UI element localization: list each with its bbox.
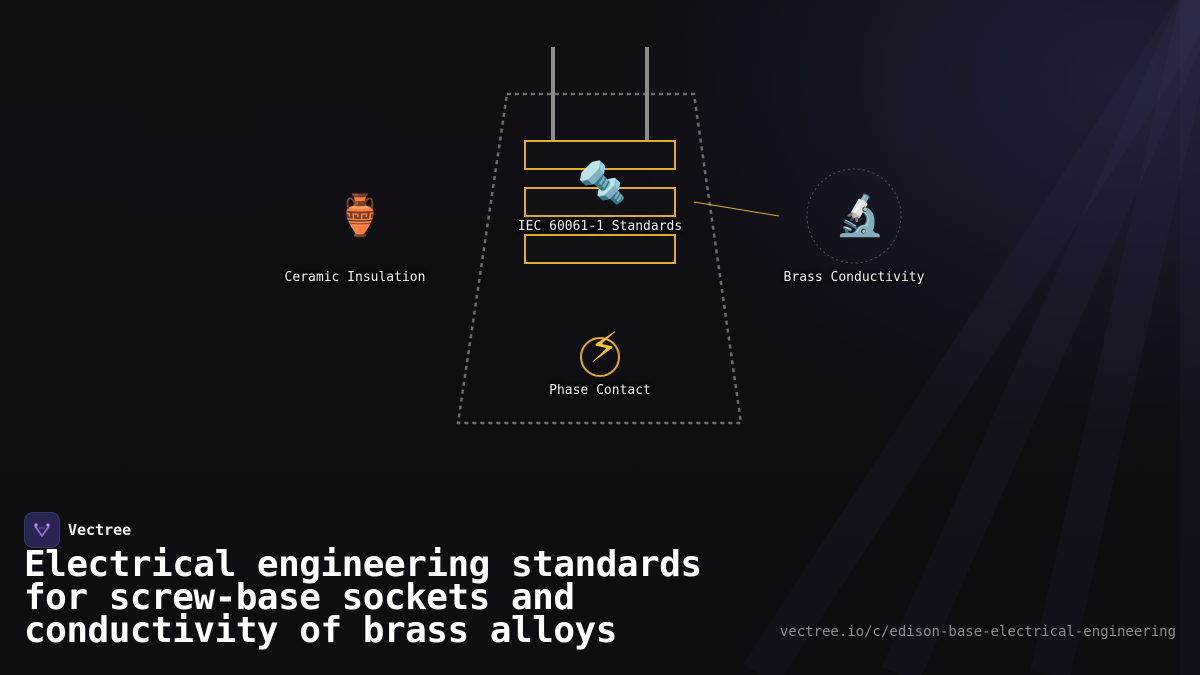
brass-node-ring — [806, 168, 902, 264]
thread-ring-3 — [524, 234, 676, 264]
nut-and-bolt-icon: 🔩 — [577, 160, 627, 206]
connector-line — [693, 201, 780, 217]
amphora-icon: 🏺 — [335, 193, 385, 239]
thread-ring-1 — [524, 140, 676, 170]
brand-name: Vectree — [68, 521, 132, 539]
phase-contact-label: Phase Contact — [549, 383, 651, 398]
page-url[interactable]: vectree.io/c/edison-base-electrical-engi… — [779, 624, 1176, 640]
thread-ring-2 — [524, 187, 676, 217]
brass-conductivity-label: Brass Conductivity — [783, 270, 925, 285]
page-title: Electrical engineering standards for scr… — [24, 544, 702, 651]
socket-outline — [456, 92, 743, 425]
microscope-icon: 🔬 — [835, 193, 885, 239]
vectree-logo-icon — [24, 512, 60, 548]
brand[interactable]: Vectree — [24, 512, 131, 548]
phase-contact-ring — [580, 337, 620, 377]
ceramic-insulation-label: Ceramic Insulation — [284, 270, 426, 285]
iec-standards-label: IEC 60061-1 Standards — [517, 219, 683, 234]
high-voltage-icon: ⚡ — [589, 323, 619, 372]
